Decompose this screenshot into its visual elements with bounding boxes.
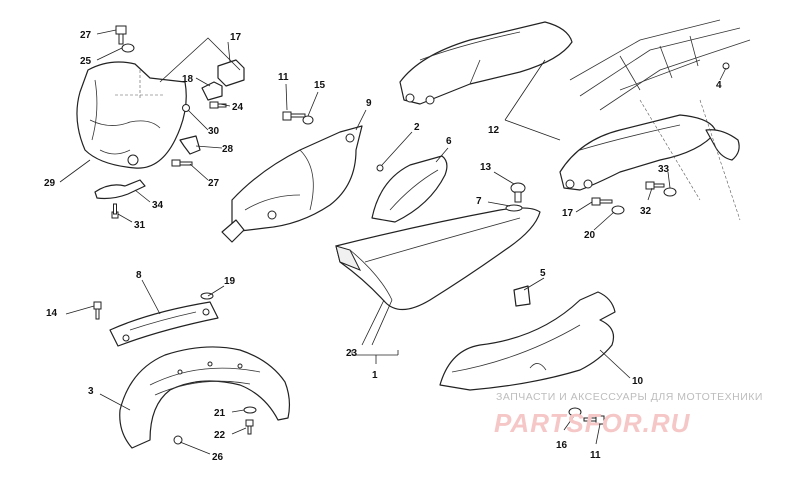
callout-26: 25 [80, 56, 92, 67]
callout-4: 4 [716, 80, 722, 91]
callout-8: 8 [136, 270, 142, 281]
callout-11a: 11 [278, 72, 289, 83]
callout-17a: 15 [314, 80, 326, 91]
callout-23: 21 [214, 408, 226, 419]
callout-15: 13 [480, 162, 492, 173]
callout-5: 5 [540, 268, 546, 279]
nut-2 [376, 164, 384, 172]
seat [335, 207, 541, 311]
callout-27a: 27 [80, 30, 92, 41]
washer-17-top [302, 115, 314, 125]
screw-13 [93, 301, 102, 320]
watermark: ЗАПЧАСТИ И АКСЕССУАРЫ ДЛЯ МОТОТЕХНИКИ PA… [494, 391, 763, 438]
callout-33: 33 [658, 164, 670, 175]
bolt-18 [591, 197, 613, 206]
nut-4 [722, 62, 730, 70]
callout-10: 10 [632, 376, 644, 387]
callout-20: 18 [182, 74, 194, 85]
clip-5 [513, 285, 531, 307]
number-plate-bracket [94, 179, 146, 200]
callout-9: 9 [366, 98, 372, 109]
washer-26 [121, 43, 135, 53]
callout-24: 23 [346, 348, 358, 359]
callout-21: 19 [224, 276, 236, 287]
callout-14: 22 [214, 430, 226, 441]
callout-17b: 16 [556, 440, 568, 451]
callout-16: 26 [212, 452, 224, 463]
bolt-27-lower [171, 159, 193, 167]
callout-27b: 27 [208, 178, 220, 189]
rear-fender-upper [399, 21, 573, 105]
callout-6: 6 [446, 136, 452, 147]
front-number-plate [76, 61, 187, 169]
nut-31 [182, 104, 190, 112]
callout-34: 34 [152, 200, 164, 211]
rear-subframe [569, 19, 751, 221]
front-fender [119, 346, 291, 449]
screw-14 [245, 419, 254, 435]
watermark-logo: PARTSFOR.RU [494, 408, 691, 438]
callout-18: 17 [562, 208, 574, 219]
bracket-20 [201, 81, 223, 101]
seat-fastener-15 [510, 182, 526, 203]
callout-3: 3 [88, 386, 94, 397]
right-side-panel [439, 291, 616, 391]
bolt-27-top [115, 25, 127, 45]
watermark-tagline: ЗАПЧАСТИ И АКСЕССУАРЫ ДЛЯ МОТОТЕХНИКИ [496, 391, 763, 403]
callout-25: 24 [232, 102, 244, 113]
callout-7: 7 [476, 196, 482, 207]
fender-bracket [109, 301, 219, 347]
clip-28 [179, 135, 201, 155]
callout-29: 29 [44, 178, 56, 189]
side-cover-6 [371, 155, 448, 223]
callout-13: 14 [46, 308, 58, 319]
screw-11-top [282, 111, 306, 121]
callout-1: 1 [372, 370, 378, 381]
callout-11b: 11 [590, 450, 601, 461]
callout-12: 12 [488, 125, 500, 136]
bolt-32 [645, 181, 665, 190]
callout-32: 32 [640, 206, 652, 217]
callout-30: 31 [134, 220, 146, 231]
washer-7 [505, 204, 523, 212]
left-side-panel [221, 125, 363, 243]
callout-19: 17 [230, 32, 242, 43]
screw-30 [111, 203, 119, 219]
washer-33 [663, 187, 677, 197]
callout-31: 30 [208, 126, 220, 137]
washer-23 [243, 406, 257, 414]
rear-fender-lower [559, 114, 740, 191]
callout-labels: 27 25 17 18 24 30 28 27 29 34 31 11 15 9… [44, 30, 722, 463]
leader-lines [59, 29, 727, 455]
washer-17-bottom [568, 407, 582, 417]
callout-22: 20 [584, 230, 596, 241]
nut-16 [173, 435, 183, 445]
bracket-19 [217, 59, 245, 87]
callout-2: 2 [414, 122, 420, 133]
washer-22 [611, 205, 625, 215]
callout-28: 28 [222, 144, 234, 155]
